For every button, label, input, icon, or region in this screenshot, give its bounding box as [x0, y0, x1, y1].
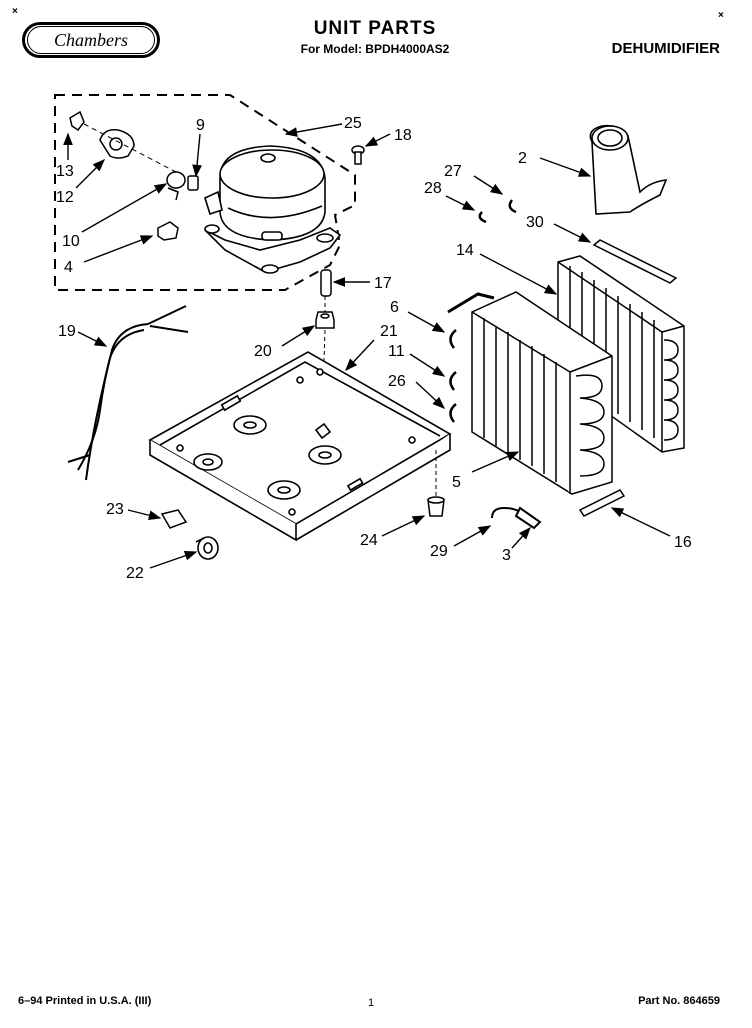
model-line: For Model: BPDH4000AS2 [300, 42, 450, 56]
callout-23: 23 [106, 501, 124, 518]
callout-29: 29 [430, 543, 448, 560]
duct-2 [589, 124, 668, 215]
brand-logo: Chambers [22, 22, 160, 58]
callout-10: 10 [62, 233, 80, 250]
clip-26 [449, 403, 457, 423]
callout-6: 6 [390, 299, 399, 316]
clip-23 [160, 509, 188, 529]
callout-20: 20 [254, 343, 272, 360]
wire-harness-19 [67, 305, 189, 481]
foot-24 [427, 496, 445, 517]
compressor-part [204, 145, 342, 274]
brand-logo-text: Chambers [27, 26, 155, 54]
corner-mark-left: × [12, 6, 18, 17]
seal-30 [592, 239, 678, 284]
terminal-cover-12 [99, 128, 135, 159]
part-22 [195, 536, 219, 560]
callout-21: 21 [380, 323, 398, 340]
callout-14: 14 [456, 242, 474, 259]
cap-tube-29 [491, 506, 542, 530]
callout-28: 28 [424, 180, 442, 197]
callout-30: 30 [526, 214, 544, 231]
callout-26: 26 [388, 373, 406, 390]
seal-16 [578, 489, 626, 517]
evaporator-coil-5 [447, 291, 613, 495]
callout-3: 3 [502, 547, 511, 564]
callout-13: 13 [56, 163, 74, 180]
page-title: UNIT PARTS [313, 18, 437, 39]
grommet-4 [157, 221, 179, 241]
compressor-assembly-boundary [54, 94, 356, 291]
base-pan-21 [148, 351, 452, 542]
callout-2: 2 [518, 150, 527, 167]
callout-11: 11 [388, 343, 405, 360]
terminal-clip-13 [69, 110, 85, 132]
overload-10 [166, 171, 186, 201]
leader-lines [63, 123, 671, 569]
callout-12: 12 [56, 189, 74, 206]
callout-27: 27 [444, 163, 462, 180]
callout-18: 18 [394, 127, 412, 144]
part-number: Part No. 864659 [638, 995, 720, 1007]
page-number: 1 [368, 997, 375, 1009]
relay-9 [187, 175, 199, 191]
callout-19: 19 [58, 323, 76, 340]
callout-25: 25 [344, 115, 362, 132]
callout-22: 22 [126, 565, 144, 582]
clip-6 [449, 329, 457, 349]
callout-17: 17 [374, 275, 392, 292]
print-info: 6–94 Printed in U.S.A. (III) [18, 995, 152, 1007]
callout-4: 4 [64, 259, 73, 276]
clip-27 [508, 199, 517, 214]
clip-28 [478, 211, 487, 224]
product-type: DEHUMIDIFIER [611, 40, 720, 57]
callout-5: 5 [452, 474, 461, 491]
callout-9: 9 [196, 117, 205, 134]
corner-mark-right: × [718, 10, 724, 21]
callout-24: 24 [360, 532, 378, 549]
callout-labels: 13 12 10 4 9 25 18 2 27 28 30 14 17 6 19… [56, 115, 692, 582]
clip-11 [449, 371, 457, 391]
callout-16: 16 [674, 534, 692, 551]
mount-20 [315, 311, 335, 329]
screw-18 [351, 145, 365, 165]
spacer-17 [320, 269, 332, 297]
